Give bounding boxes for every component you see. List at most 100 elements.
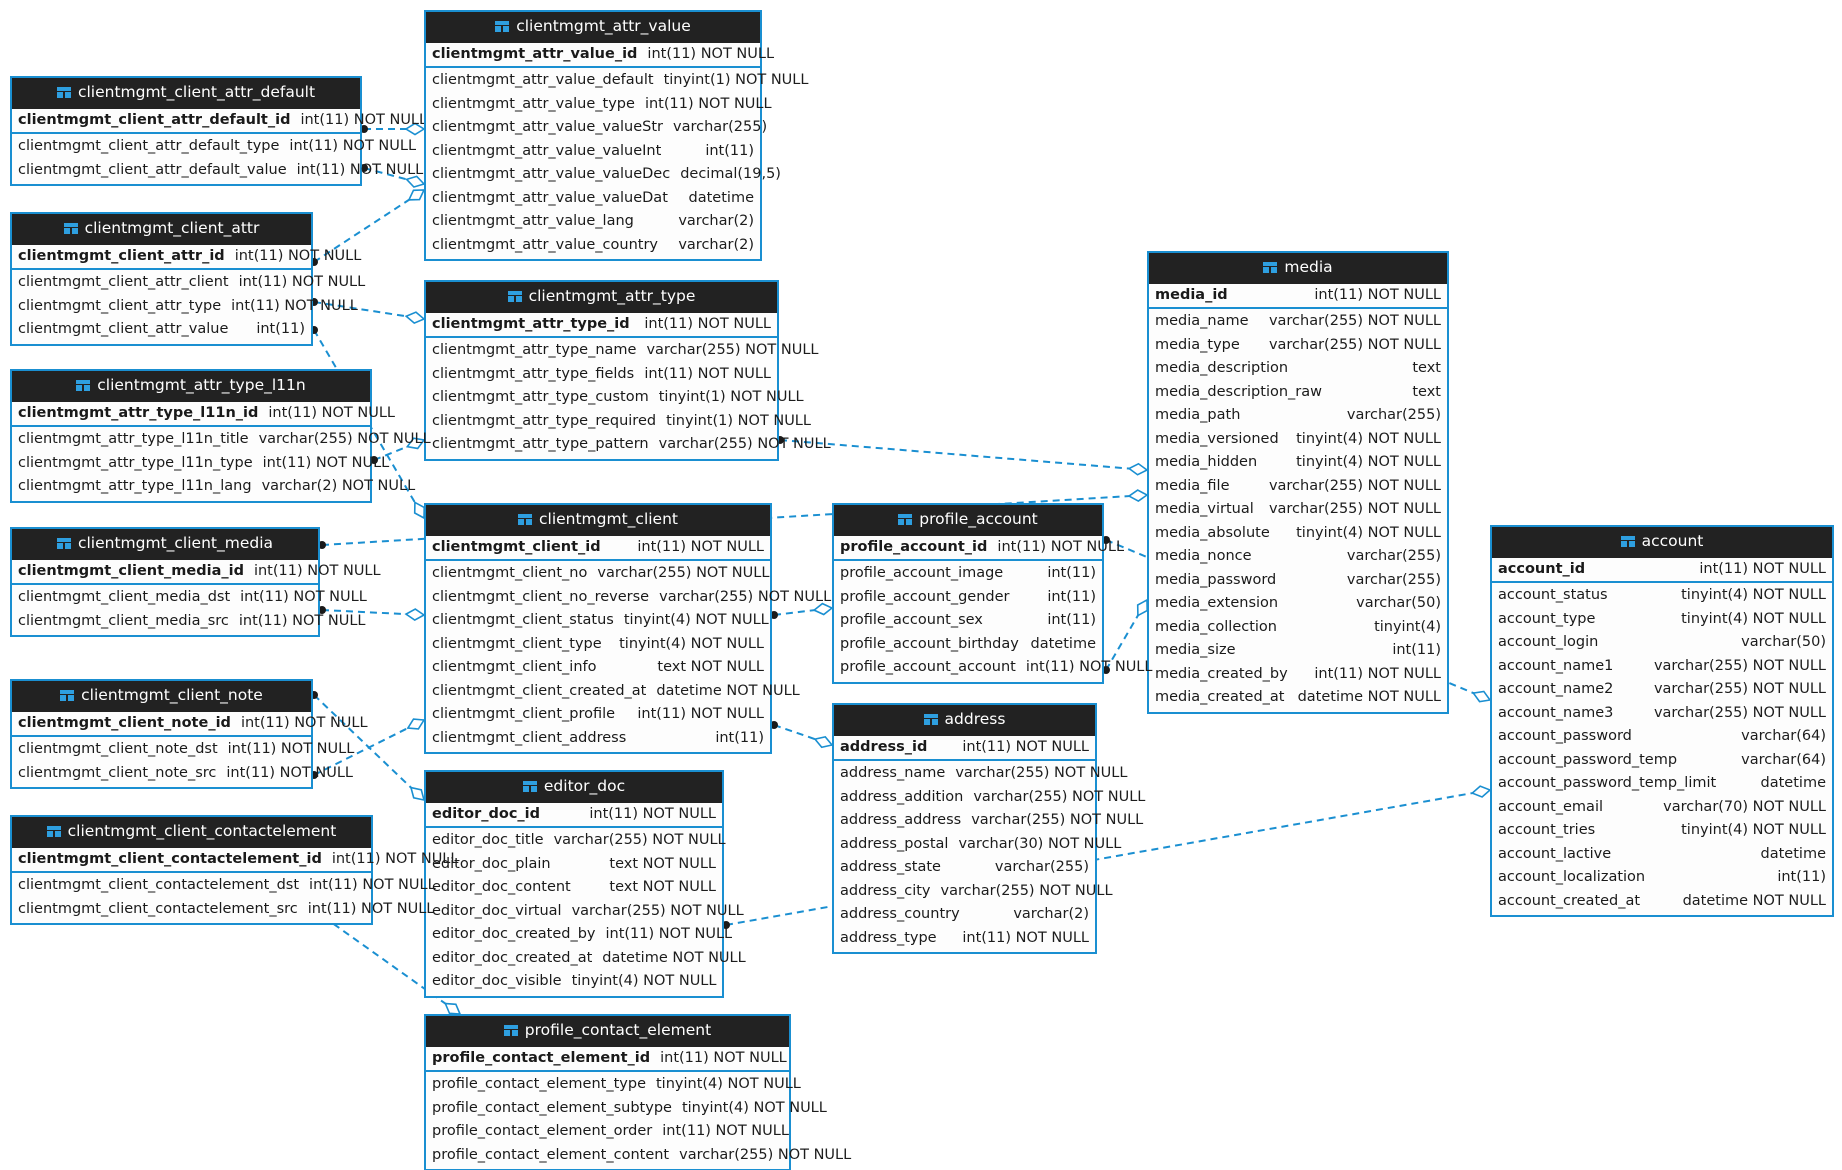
relationship-clientmgmt_client-to-profile_account[interactable] (770, 602, 834, 619)
relationship-clientmgmt_client-to-address[interactable] (770, 721, 834, 749)
relationship-clientmgmt_attr_type-to-media[interactable] (776, 436, 1149, 476)
